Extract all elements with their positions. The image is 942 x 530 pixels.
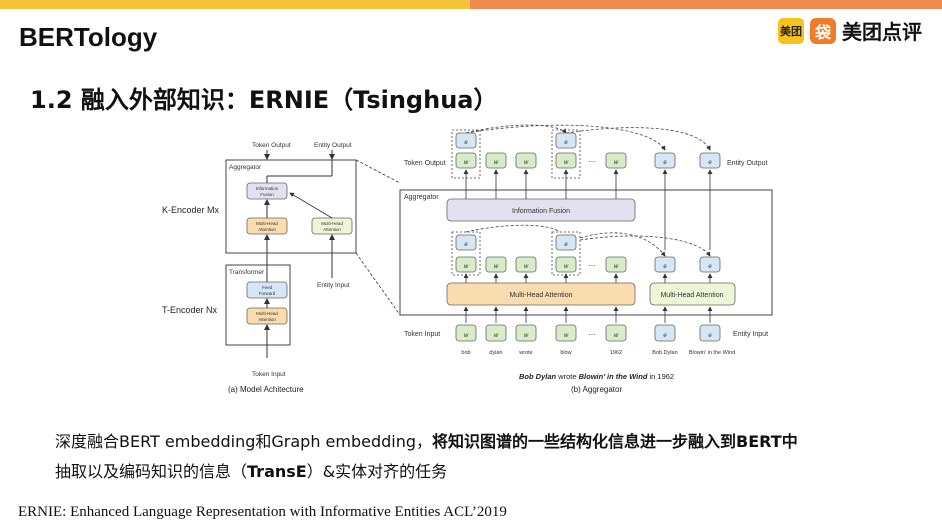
right-mha-entity-label: Multi-Head Attention [660, 292, 723, 299]
aggregator-detail-panel: Token Output Entity Output e e w w w w w ··… [399, 124, 773, 394]
right-mha-entity-box [649, 282, 736, 306]
description-line-1: 深度融合BERT embedding和Graph embedding，将知识图谱… [55, 432, 798, 451]
word-label: dylan [489, 350, 502, 356]
svg-text:w: w [524, 333, 529, 339]
svg-text:Multi-Head: Multi-Head [256, 311, 278, 316]
logo-mark-icon: 袋 [810, 17, 836, 44]
svg-text:e: e [564, 242, 568, 248]
t-encoder-label: T-Encoder Nx [162, 305, 218, 315]
svg-text:w: w [614, 264, 619, 270]
svg-text:Feed: Feed [262, 285, 273, 290]
slide-header-title: BERTology [19, 22, 158, 52]
left-entity-output-label: Entity Output [314, 142, 352, 149]
right-entity-output-label: Entity Output [727, 160, 768, 167]
word-label: 1962 [610, 350, 622, 356]
left-aggregator-box [225, 159, 357, 254]
right-aggregator-label: Aggregator [404, 194, 439, 201]
left-token-output-label: Token Output [252, 142, 291, 149]
svg-text:w: w [614, 160, 619, 166]
top-accent-yellow [0, 0, 470, 9]
logo-text: 美团点评 [842, 20, 922, 44]
word-label: bob [461, 350, 470, 356]
svg-text:w: w [564, 333, 569, 339]
svg-text:w: w [564, 160, 569, 166]
left-token-input-label: Token Input [252, 371, 286, 378]
svg-text:w: w [464, 264, 469, 270]
right-entity-input-label: Entity Input [733, 331, 768, 338]
example-sentence: Bob Dylan wrote Blowin' in the Wind in 1… [519, 372, 674, 381]
description-line-2: 抽取以及编码知识的信息（TransE）&实体对齐的任务 [55, 462, 448, 481]
svg-text:e: e [564, 140, 568, 146]
svg-text:Attention: Attention [258, 317, 276, 322]
entity-word-label: Blowin' in the Wind [689, 350, 735, 356]
word-label: wrote [518, 350, 532, 356]
svg-text:e: e [464, 242, 468, 248]
svg-text:Fusion: Fusion [260, 192, 274, 197]
svg-text:w: w [494, 160, 499, 166]
svg-text:e: e [708, 333, 712, 339]
svg-text:w: w [564, 264, 569, 270]
right-top-ellipsis: ··· [588, 157, 596, 166]
svg-text:e: e [663, 160, 667, 166]
svg-text:Attention: Attention [258, 227, 276, 232]
right-bottom-ellipsis: ··· [588, 330, 596, 339]
svg-text:e: e [708, 264, 712, 270]
right-info-fusion-box [446, 198, 636, 222]
logo-badge: 美团 [778, 17, 804, 44]
right-mha-token-box [446, 282, 636, 306]
entity-word-label: Bob Dylan [652, 350, 677, 356]
svg-text:w: w [614, 333, 619, 339]
svg-text:Multi-Head: Multi-Head [256, 221, 278, 226]
svg-text:e: e [663, 264, 667, 270]
right-info-fusion-label: Information Fusion [512, 208, 570, 215]
svg-text:w: w [494, 333, 499, 339]
svg-text:Information: Information [256, 186, 279, 191]
slide-subtitle: 1.2 融入外部知识：ERNIE（Tsinghua） [30, 86, 498, 114]
svg-text:e: e [464, 140, 468, 146]
svg-text:w: w [524, 264, 529, 270]
right-mha-token-label: Multi-Head Attention [509, 292, 572, 299]
svg-text:Forward: Forward [259, 291, 276, 296]
top-accent-orange [470, 0, 942, 9]
svg-text:w: w [464, 160, 469, 166]
right-token-output-label: Token Output [404, 160, 446, 167]
svg-text:e: e [708, 160, 712, 166]
svg-text:Attention: Attention [323, 227, 341, 232]
right-mid-ellipsis: ··· [588, 261, 596, 270]
svg-text:e: e [663, 333, 667, 339]
svg-text:w: w [524, 160, 529, 166]
company-logo: 美团 袋 美团点评 [778, 16, 922, 45]
right-token-input-label: Token Input [404, 331, 440, 338]
left-caption: (a) Model Achitecture [228, 385, 304, 394]
svg-text:w: w [494, 264, 499, 270]
left-transformer-box [225, 264, 291, 346]
top-accent-bar [0, 0, 942, 9]
left-transformer-label: Transformer [229, 269, 265, 276]
left-entity-input-label: Entity Input [317, 282, 350, 289]
model-architecture-panel: Token Output Entity Output Aggregator In… [162, 142, 401, 394]
k-encoder-label: K-Encoder Mx [162, 205, 220, 215]
paper-citation: ERNIE: Enhanced Language Representation … [18, 504, 507, 520]
left-aggregator-label: Aggregator [229, 164, 262, 171]
svg-text:Multi-Head: Multi-Head [321, 221, 343, 226]
svg-text:w: w [464, 333, 469, 339]
right-caption: (b) Aggregator [571, 385, 622, 394]
word-label: blow [560, 350, 571, 356]
right-aggregator-box [399, 189, 773, 316]
